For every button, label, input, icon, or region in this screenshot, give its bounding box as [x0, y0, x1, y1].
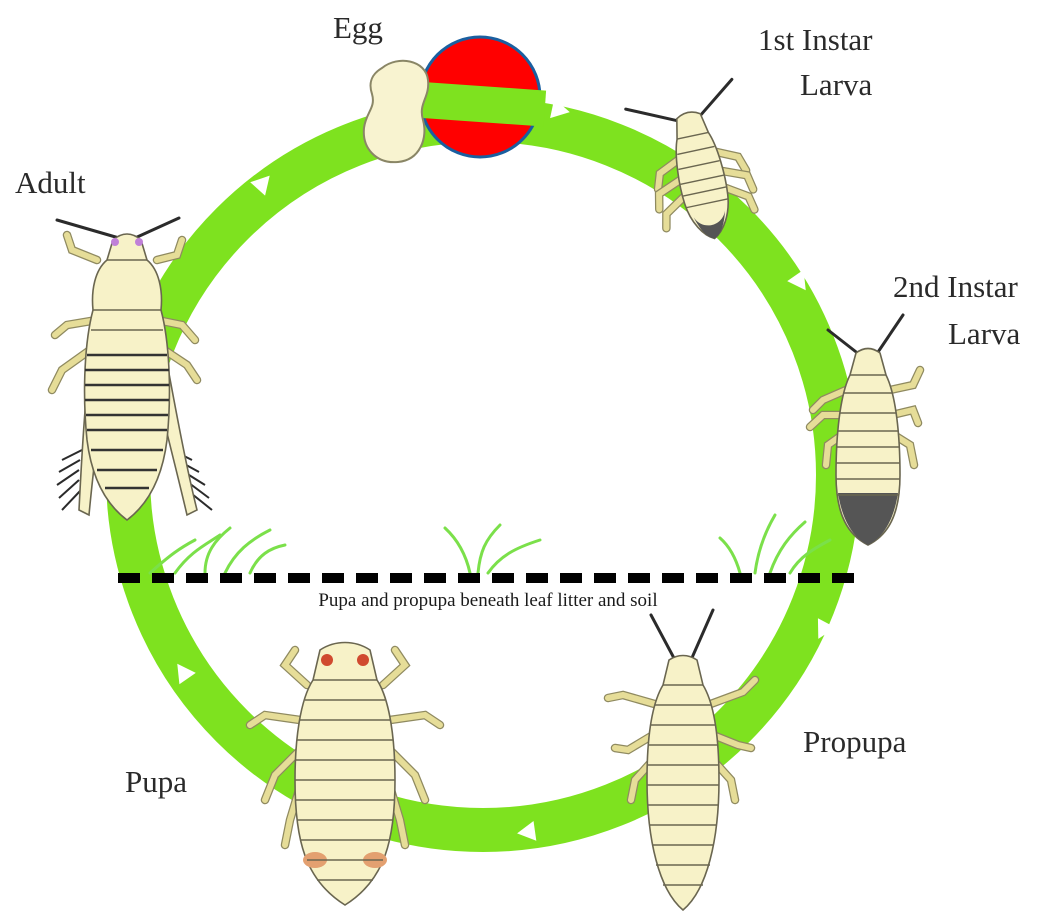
life-cycle-ring	[128, 120, 838, 830]
label-larva1-line2: Larva	[800, 67, 873, 102]
label-propupa: Propupa	[803, 724, 907, 759]
adult-eye-left	[111, 238, 119, 246]
propupa-illustration	[608, 610, 755, 910]
pupa-illustration	[250, 643, 440, 906]
pupa-eye-right	[357, 654, 369, 666]
label-larva1-line1: 1st Instar	[758, 22, 873, 57]
label-adult: Adult	[15, 165, 86, 200]
grass-tuft-left	[150, 528, 285, 573]
egg-icon	[364, 61, 428, 162]
label-larva2-line1: 2nd Instar	[893, 269, 1019, 304]
grass-tufts	[150, 515, 830, 573]
ground-note: Pupa and propupa beneath leaf litter and…	[318, 590, 657, 611]
grass-tuft-middle	[445, 525, 540, 573]
label-larva2-line2: Larva	[948, 316, 1021, 351]
adult-wing-fringe-left	[57, 450, 82, 510]
label-pupa: Pupa	[125, 764, 187, 799]
label-egg: Egg	[333, 10, 383, 45]
adult-eye-right	[135, 238, 143, 246]
pupa-eye-left	[321, 654, 333, 666]
